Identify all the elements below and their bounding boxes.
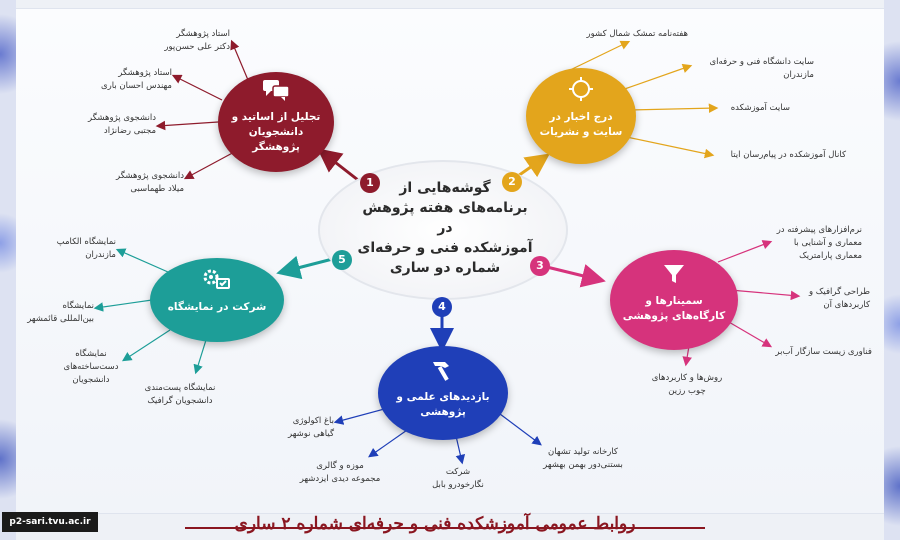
- footer-underline: [185, 527, 705, 529]
- hub-2-leaf-1: هفته‌نامه تمشک شمال کشور: [568, 28, 688, 41]
- leaf-text: کانال آموزشکده در پیام‌رسان ایتا: [730, 150, 846, 160]
- center-title: گوشه‌هایی از برنامه‌های هفته پژوهش در آم…: [345, 178, 545, 278]
- hub-5-leaf-3: نمایشگاه دست‌ساخته‌های دانشجویان: [56, 348, 126, 387]
- hub-1-leaf-3: دانشجوی پژوهشگر مجتبی رضانژاد: [66, 112, 156, 138]
- hub-5-leaf-4: نمایشگاه پست‌مندی دانشجویان گرافیک: [130, 382, 230, 408]
- leaf-text: روش‌ها و کاربردهای چوب رزین: [651, 373, 723, 396]
- site-url-badge[interactable]: p2-sari.tvu.ac.ir: [2, 512, 98, 532]
- chat-bubbles-icon: [218, 78, 334, 108]
- leaf-text: دانشجوی پژوهشگر مجتبی رضانژاد: [88, 113, 156, 136]
- leaf-text: استاد پژوهشگر مهندس احسان باری: [100, 68, 172, 91]
- leaf-text: دانشجوی پژوهشگر میلاد طهماسبی: [116, 171, 184, 194]
- leaf-text: نمایشگاه بین‌المللی قائمشهر: [27, 301, 94, 324]
- hub-5-leaf-2: نمایشگاه بین‌المللی قائمشهر: [22, 300, 94, 326]
- leaf-text: نمایشگاه دست‌ساخته‌های دانشجویان: [63, 349, 119, 385]
- right-decor: [884, 0, 900, 540]
- hub-4-leaf-3: شرکت نگارخودرو بابل: [418, 466, 498, 492]
- leaf-text: نرم‌افزارهای پیشرفته در معماری و آشنایی …: [776, 225, 862, 261]
- hub-3-leaf-1: نرم‌افزارهای پیشرفته در معماری و آشنایی …: [772, 224, 862, 263]
- link-hub-1: [317, 148, 359, 182]
- hub-4-leaf-1: باغ اکولوژی گیاهی نوشهر: [252, 415, 334, 441]
- hub-4-number: 4: [432, 297, 452, 317]
- target-icon: [526, 76, 636, 108]
- leaf-text: سایت آموزشکده: [730, 103, 790, 113]
- center-line-1: گوشه‌هایی از: [399, 180, 491, 196]
- leaf-text: استاد پژوهشگر دکتر علی حسن‌پور: [164, 29, 230, 52]
- hub-3-leaf-3: فناوری زیست سازگار آب‌بر: [772, 346, 872, 359]
- leaf-text: فناوری زیست سازگار آب‌بر: [775, 347, 872, 357]
- hub-2-leaf-3: سایت آموزشکده: [720, 102, 790, 115]
- hub-3-leaf-2: طراحی گرافیک و کاربردهای آن: [800, 286, 870, 312]
- leaf-text: باغ اکولوژی گیاهی نوشهر: [288, 416, 334, 439]
- leaf-text: طراحی گرافیک و کاربردهای آن: [809, 287, 870, 310]
- center-line-2: برنامه‌های هفته پژوهش: [362, 200, 528, 216]
- hub-seminars-workshops: سمینارها و کارگاه‌های پژوهشی: [610, 250, 738, 350]
- hub-4-label: بازدیدهای علمی و پژوهشی: [396, 391, 490, 418]
- center-line-5: شماره دو ساری: [389, 260, 501, 276]
- left-decor: [0, 0, 16, 540]
- leaf-text: موزه و گالری مجموعه دیدی ایزدشهر: [299, 461, 381, 484]
- hub-scientific-visits: بازدیدهای علمی و پژوهشی: [378, 346, 508, 440]
- hub-1-number: 1: [360, 173, 380, 193]
- leaf-text: نمایشگاه الکامپ مازندران: [56, 237, 116, 260]
- hub-1-leaf-2: استاد پژوهشگر مهندس احسان باری: [80, 67, 172, 93]
- gears-icon: [150, 268, 284, 298]
- hub-2-leaf-4: کانال آموزشکده در پیام‌رسان ایتا: [716, 149, 846, 162]
- leaf-text: هفته‌نامه تمشک شمال کشور: [586, 29, 688, 39]
- hub-2-label: درج اخبار در سایت و نشریات: [539, 111, 623, 138]
- hub-1-label: تجلیل از اساتید و دانشجویان پژوهشگر: [231, 111, 321, 153]
- hub-4-leaf-2: موزه و گالری مجموعه دیدی ایزدشهر: [290, 460, 390, 486]
- leaf-text: نمایشگاه پست‌مندی دانشجویان گرافیک: [144, 383, 216, 406]
- hub-5-leaf-1: نمایشگاه الکامپ مازندران: [34, 236, 116, 262]
- hub-1-leaf-1: استاد پژوهشگر دکتر علی حسن‌پور: [140, 28, 230, 54]
- hub-news-publishing: درج اخبار در سایت و نشریات: [526, 68, 636, 164]
- hub-3-leaf-4: روش‌ها و کاربردهای چوب رزین: [642, 372, 732, 398]
- hub-2-number: 2: [502, 172, 522, 192]
- hub-1-leaf-4: دانشجوی پژوهشگر میلاد طهماسبی: [96, 170, 184, 196]
- hub-exhibitions: شرکت در نمایشگاه: [150, 258, 284, 342]
- center-line-3: در: [437, 220, 453, 236]
- hub-5-number: 5: [332, 250, 352, 270]
- leaf-text: کارخانه تولید تشهان بستنی‌دور بهمن بهشهر: [543, 447, 623, 470]
- center-ellipse: [318, 160, 568, 300]
- center-line-4: آموزشکده فنی و حرفه‌ای: [357, 240, 533, 256]
- leaf-text: شرکت نگارخودرو بابل: [432, 467, 484, 490]
- hub-2-leaf-2: سایت دانشگاه فنی و حرفه‌ای مازندران: [694, 56, 814, 82]
- hammer-icon: [378, 358, 508, 388]
- leaf-text: سایت دانشگاه فنی و حرفه‌ای مازندران: [709, 57, 814, 80]
- hub-3-label: سمینارها و کارگاه‌های پژوهشی: [622, 295, 726, 322]
- footer-title: روابط عمومی آموزشکده فنی و حرفه‌ای شماره…: [234, 514, 636, 534]
- hub-5-label: شرکت در نمایشگاه: [167, 301, 267, 313]
- funnel-icon: [610, 262, 738, 292]
- hub-3-number: 3: [530, 256, 550, 276]
- hub-4-leaf-4: کارخانه تولید تشهان بستنی‌دور بهمن بهشهر: [528, 446, 638, 472]
- hub-honoring-researchers: تجلیل از اساتید و دانشجویان پژوهشگر: [218, 72, 334, 172]
